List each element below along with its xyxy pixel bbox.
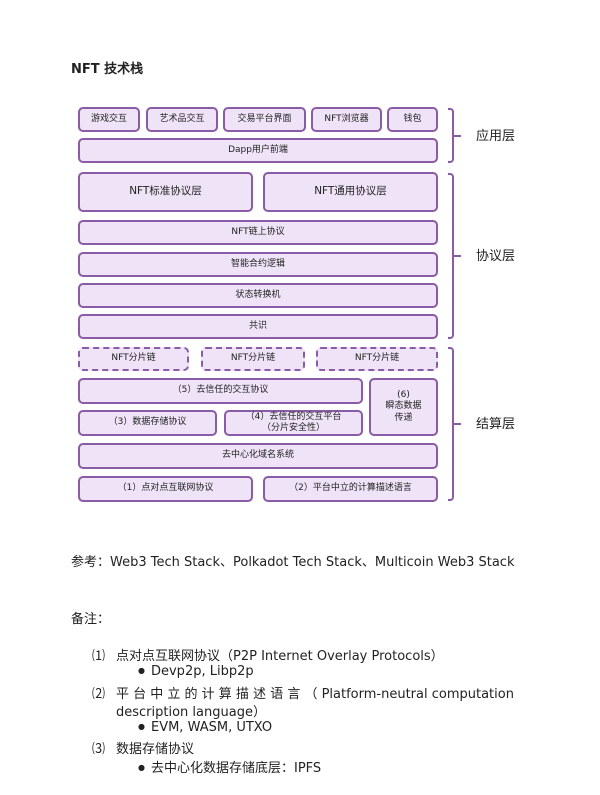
trustless-platform-line1: （4）去信任的交互平台 xyxy=(245,411,342,422)
nft-shard-chain-3: NFT分片链 xyxy=(316,347,438,371)
nft-standard-protocol: NFT标准协议层 xyxy=(78,172,253,212)
consensus: 共识 xyxy=(78,314,438,339)
page-title: NFT 技术栈 xyxy=(71,62,144,77)
app-layer-label: 应用层 xyxy=(476,129,516,144)
note-text: 数据存储协议 xyxy=(116,742,195,757)
note-item-2-cont: description language） xyxy=(116,705,266,720)
protocol-layer-brace xyxy=(448,173,461,339)
note-number: ⑵ xyxy=(92,687,106,702)
nft-shard-chain-1: NFT分片链 xyxy=(78,347,189,371)
trustless-platform-line2: （分片安全性） xyxy=(261,423,325,433)
structure-layer-brace xyxy=(448,347,461,501)
app-item-games: 游戏交互 xyxy=(78,107,140,132)
dapp-frontend: Dapp用户前端 xyxy=(78,138,438,163)
app-item-exchange: 交易平台界面 xyxy=(223,107,306,132)
reference-text: 参考：Web3 Tech Stack、Polkadot Tech Stack、M… xyxy=(71,555,515,570)
note-number: ⑴ xyxy=(92,649,106,664)
nft-onchain-protocol: NFT链上协议 xyxy=(78,220,438,245)
note-text: 点对点互联网协议（P2P Internet Overlay Protocols） xyxy=(116,649,444,664)
app-item-wallet: 钱包 xyxy=(387,107,438,132)
p2p-internet-protocol: （1）点对点互联网协议 xyxy=(78,476,253,502)
structure-layer-label: 结算层 xyxy=(476,417,516,432)
decentralized-dns: 去中心化域名系统 xyxy=(78,443,438,469)
app-item-browser: NFT浏览器 xyxy=(311,107,382,132)
nft-general-protocol: NFT通用协议层 xyxy=(263,172,438,212)
nft-shard-chain-2: NFT分片链 xyxy=(201,347,305,371)
data-storage-protocol: （3）数据存储协议 xyxy=(78,410,217,436)
notes-heading: 备注： xyxy=(71,612,111,627)
protocol-layer-label: 协议层 xyxy=(476,249,516,264)
instant-data-num: (6) xyxy=(397,390,410,401)
instant-data-transfer: (6) 瞬态数据 传递 xyxy=(369,378,438,436)
app-layer-brace xyxy=(448,108,461,163)
instant-data-line2: 传递 xyxy=(394,412,413,423)
note-number: ⑶ xyxy=(92,742,106,757)
note-text: 平 台 中 立 的 计 算 描 述 语 言 （ Platform-neutral… xyxy=(116,687,514,702)
platform-neutral-language: （2）平台中立的计算描述语言 xyxy=(263,476,438,502)
note-sub-item-1: Devp2p, Libp2p xyxy=(138,664,254,679)
app-item-art: 艺术品交互 xyxy=(146,107,218,132)
note-sub-item-2: EVM, WASM, UTXO xyxy=(138,720,272,735)
trustless-interaction-protocol: （5）去信任的交互协议 xyxy=(78,378,363,404)
instant-data-line1: 瞬态数据 xyxy=(385,401,422,412)
state-machine: 状态转换机 xyxy=(78,283,438,308)
trustless-interaction-platform: （4）去信任的交互平台 （分片安全性） xyxy=(224,410,363,436)
smart-contract-logic: 智能合约逻辑 xyxy=(78,252,438,277)
note-sub-item-3: 去中心化数据存储底层：IPFS xyxy=(138,757,321,776)
